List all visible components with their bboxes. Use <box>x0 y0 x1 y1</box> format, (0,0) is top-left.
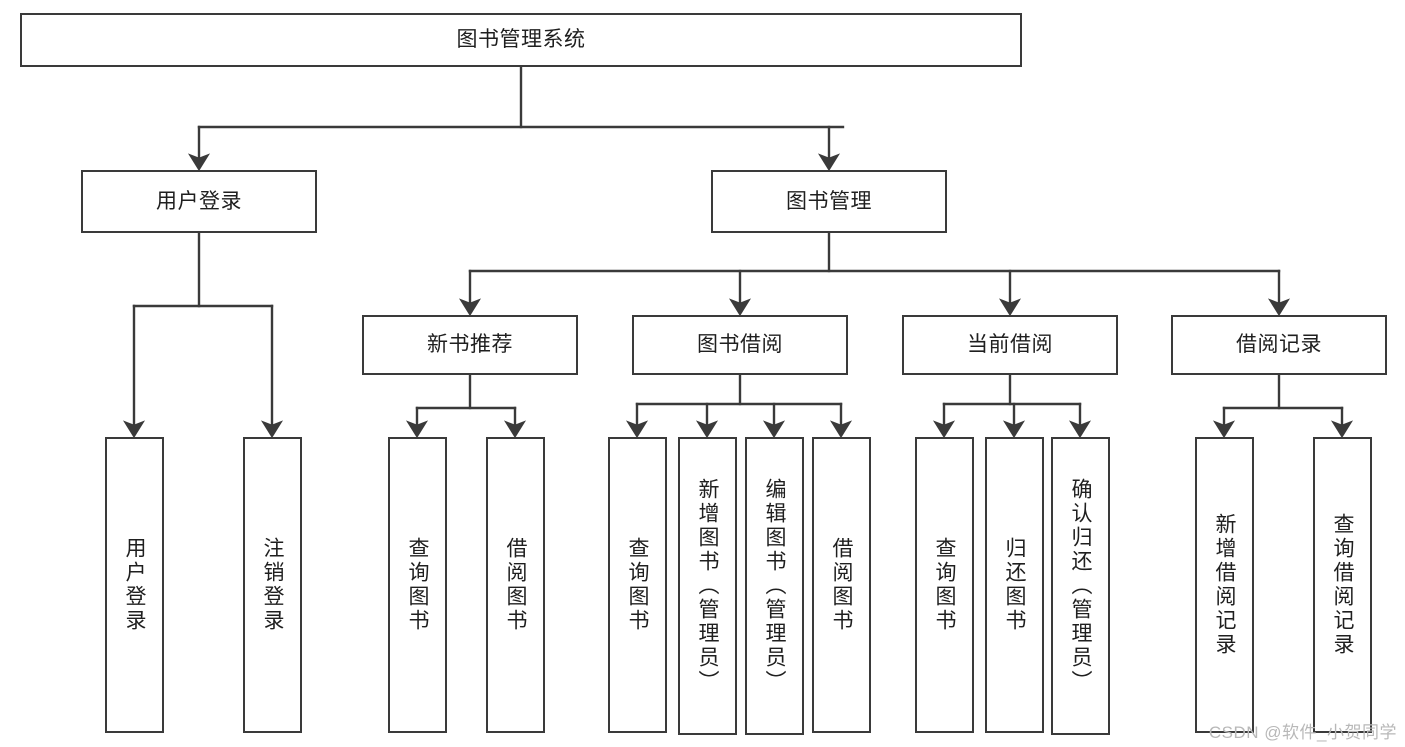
leaf-query-record[interactable]: 查询借阅记录 <box>1313 437 1372 733</box>
leaf-user-login[interactable]: 用户登录 <box>105 437 164 733</box>
node-new-book-recommend-label: 新书推荐 <box>427 333 513 357</box>
leaf-add-book[interactable]: 新增图书（管理员） <box>678 437 737 735</box>
node-book-manage[interactable]: 图书管理 <box>711 170 947 233</box>
leaf-query-book-2[interactable]: 查询图书 <box>608 437 667 733</box>
leaf-edit-book[interactable]: 编辑图书（管理员） <box>745 437 804 735</box>
leaf-return-book[interactable]: 归还图书 <box>985 437 1044 733</box>
leaf-query-book-1-label: 查询图书 <box>406 537 429 633</box>
leaf-add-record[interactable]: 新增借阅记录 <box>1195 437 1254 733</box>
leaf-borrow-book-2[interactable]: 借阅图书 <box>812 437 871 733</box>
node-current-borrow[interactable]: 当前借阅 <box>902 315 1118 375</box>
leaf-edit-book-label: 编辑图书（管理员） <box>763 478 786 694</box>
node-book-borrow-label: 图书借阅 <box>697 333 783 357</box>
leaf-add-record-label: 新增借阅记录 <box>1213 513 1236 657</box>
node-user-login-label: 用户登录 <box>156 189 242 213</box>
leaf-add-book-label: 新增图书（管理员） <box>696 478 719 694</box>
node-new-book-recommend[interactable]: 新书推荐 <box>362 315 578 375</box>
node-current-borrow-label: 当前借阅 <box>967 333 1053 357</box>
leaf-confirm-return[interactable]: 确认归还（管理员） <box>1051 437 1110 735</box>
leaf-borrow-book-1-label: 借阅图书 <box>504 537 527 633</box>
leaf-user-logout-label: 注销登录 <box>261 537 284 633</box>
node-book-manage-label: 图书管理 <box>786 189 872 213</box>
leaf-query-book-2-label: 查询图书 <box>626 537 649 633</box>
leaf-query-record-label: 查询借阅记录 <box>1331 513 1354 657</box>
leaf-query-book-3-label: 查询图书 <box>933 537 956 633</box>
leaf-confirm-return-label: 确认归还（管理员） <box>1069 478 1092 694</box>
node-book-borrow[interactable]: 图书借阅 <box>632 315 848 375</box>
leaf-query-book-1[interactable]: 查询图书 <box>388 437 447 733</box>
node-root-label: 图书管理系统 <box>456 28 586 52</box>
node-root[interactable]: 图书管理系统 <box>20 13 1022 67</box>
leaf-return-book-label: 归还图书 <box>1003 537 1026 633</box>
leaf-borrow-book-2-label: 借阅图书 <box>830 537 853 633</box>
watermark-text: CSDN @软件_小贺同学 <box>1208 723 1397 742</box>
node-borrow-record[interactable]: 借阅记录 <box>1171 315 1387 375</box>
node-user-login[interactable]: 用户登录 <box>81 170 317 233</box>
node-borrow-record-label: 借阅记录 <box>1236 333 1322 357</box>
leaf-user-login-label: 用户登录 <box>123 537 146 633</box>
leaf-user-logout[interactable]: 注销登录 <box>243 437 302 733</box>
leaf-borrow-book-1[interactable]: 借阅图书 <box>486 437 545 733</box>
leaf-query-book-3[interactable]: 查询图书 <box>915 437 974 733</box>
